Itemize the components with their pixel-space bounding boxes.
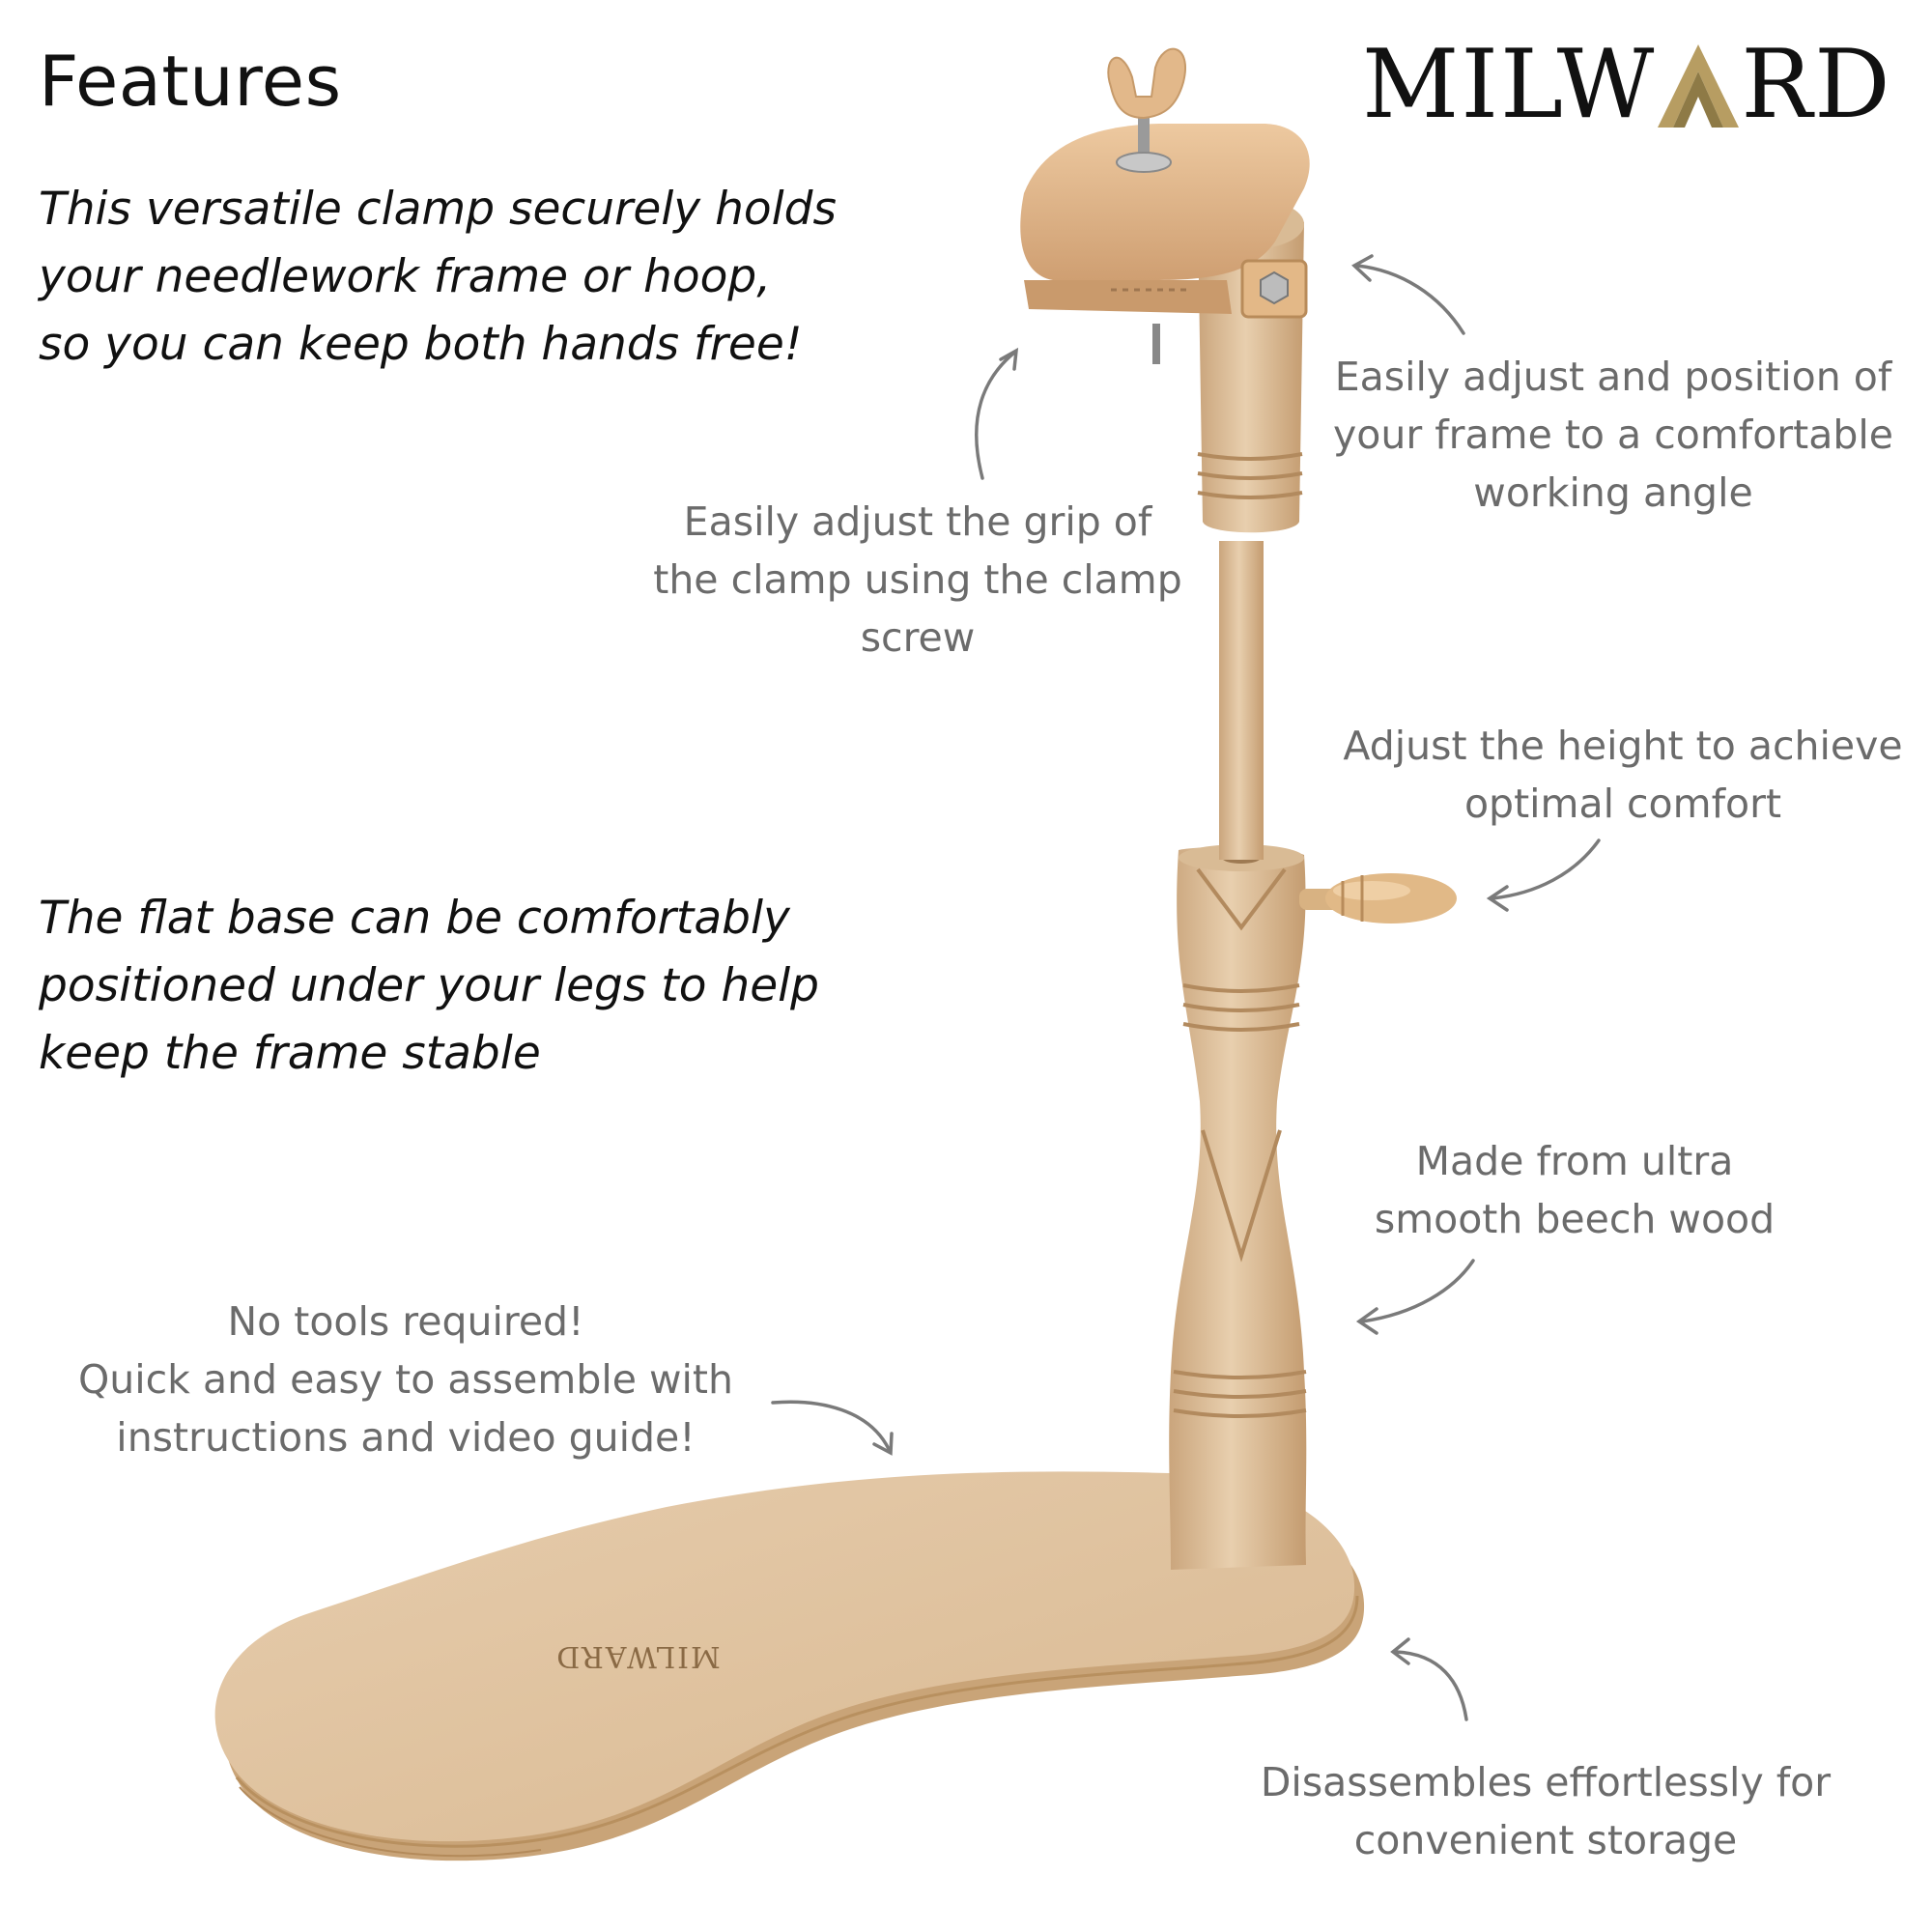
- callout-arrows: [771, 254, 1601, 1721]
- wood-line-1: Made from ultra: [1415, 1138, 1734, 1184]
- arrow-angle-head: [1351, 254, 1374, 282]
- grip-line-2: the clamp using the clamp: [653, 556, 1182, 603]
- base-line-1: The flat base can be comfortably: [39, 892, 790, 945]
- callout-no-tools: No tools required! Quick and easy to ass…: [58, 1293, 753, 1466]
- page-title: Features: [39, 41, 342, 122]
- arrow-grip: [975, 351, 1016, 480]
- arrow-height-head: [1486, 885, 1509, 912]
- angle-line-1: Easily adjust and position of: [1334, 354, 1892, 400]
- logo-text-left: MILW: [1362, 30, 1657, 140]
- arrow-tools: [771, 1400, 891, 1451]
- clamp-line-1: This versatile clamp securely holds: [39, 183, 837, 236]
- height-line-2: optimal comfort: [1463, 781, 1782, 827]
- arrow-wood: [1360, 1259, 1475, 1323]
- tools-line-2: Quick and easy to assemble with: [77, 1356, 733, 1403]
- angle-line-2: your frame to a comfortable: [1333, 412, 1893, 458]
- frame-clamp: [1020, 124, 1310, 364]
- callout-beech-wood: Made from ultra smooth beech wood: [1352, 1132, 1797, 1248]
- logo-a-mark-icon: [1656, 43, 1741, 129]
- clamp-line-3: so you can keep both hands free!: [39, 318, 803, 371]
- tools-line-3: instructions and video guide!: [116, 1414, 696, 1461]
- clamp-description: This versatile clamp securely holds your…: [39, 176, 908, 379]
- arrow-tools-head: [872, 1432, 894, 1456]
- base-description: The flat base can be comfortably positio…: [39, 885, 908, 1088]
- clamp-wing-screw: [1107, 47, 1186, 173]
- clamp-line-2: your needlework frame or hoop,: [39, 250, 772, 303]
- arrow-grip-head: [999, 347, 1019, 371]
- wood-line-2: smooth beech wood: [1374, 1196, 1776, 1242]
- stand-lower-column: [1169, 844, 1307, 1570]
- grip-line-3: screw: [860, 614, 976, 661]
- stand-base: MILWARD: [214, 1471, 1365, 1861]
- arrow-storage: [1394, 1650, 1468, 1721]
- arrow-storage-head: [1390, 1637, 1410, 1665]
- base-line-2: positioned under your legs to help: [39, 959, 820, 1012]
- angle-line-3: working angle: [1473, 469, 1753, 516]
- height-line-1: Adjust the height to achieve: [1343, 723, 1903, 769]
- arrow-angle: [1355, 264, 1465, 335]
- callout-frame-angle: Easily adjust and position of your frame…: [1314, 348, 1913, 522]
- arrow-height: [1491, 838, 1601, 900]
- height-knob: [1299, 873, 1457, 923]
- logo-text-right: RD: [1741, 30, 1892, 140]
- storage-line-2: convenient storage: [1353, 1817, 1738, 1863]
- stand-upper-rod: [1219, 541, 1264, 860]
- base-line-3: keep the frame stable: [39, 1027, 541, 1080]
- arrow-wood-head: [1355, 1307, 1378, 1335]
- callout-storage: Disassembles effortlessly for convenient…: [1217, 1753, 1874, 1869]
- callout-clamp-grip: Easily adjust the grip of the clamp usin…: [618, 493, 1217, 667]
- tools-line-1: No tools required!: [227, 1298, 584, 1345]
- storage-line-1: Disassembles effortlessly for: [1260, 1759, 1832, 1805]
- base-engraving: MILWARD: [554, 1639, 721, 1673]
- grip-line-1: Easily adjust the grip of: [683, 498, 1152, 545]
- callout-height-adjust: Adjust the height to achieve optimal com…: [1323, 717, 1922, 833]
